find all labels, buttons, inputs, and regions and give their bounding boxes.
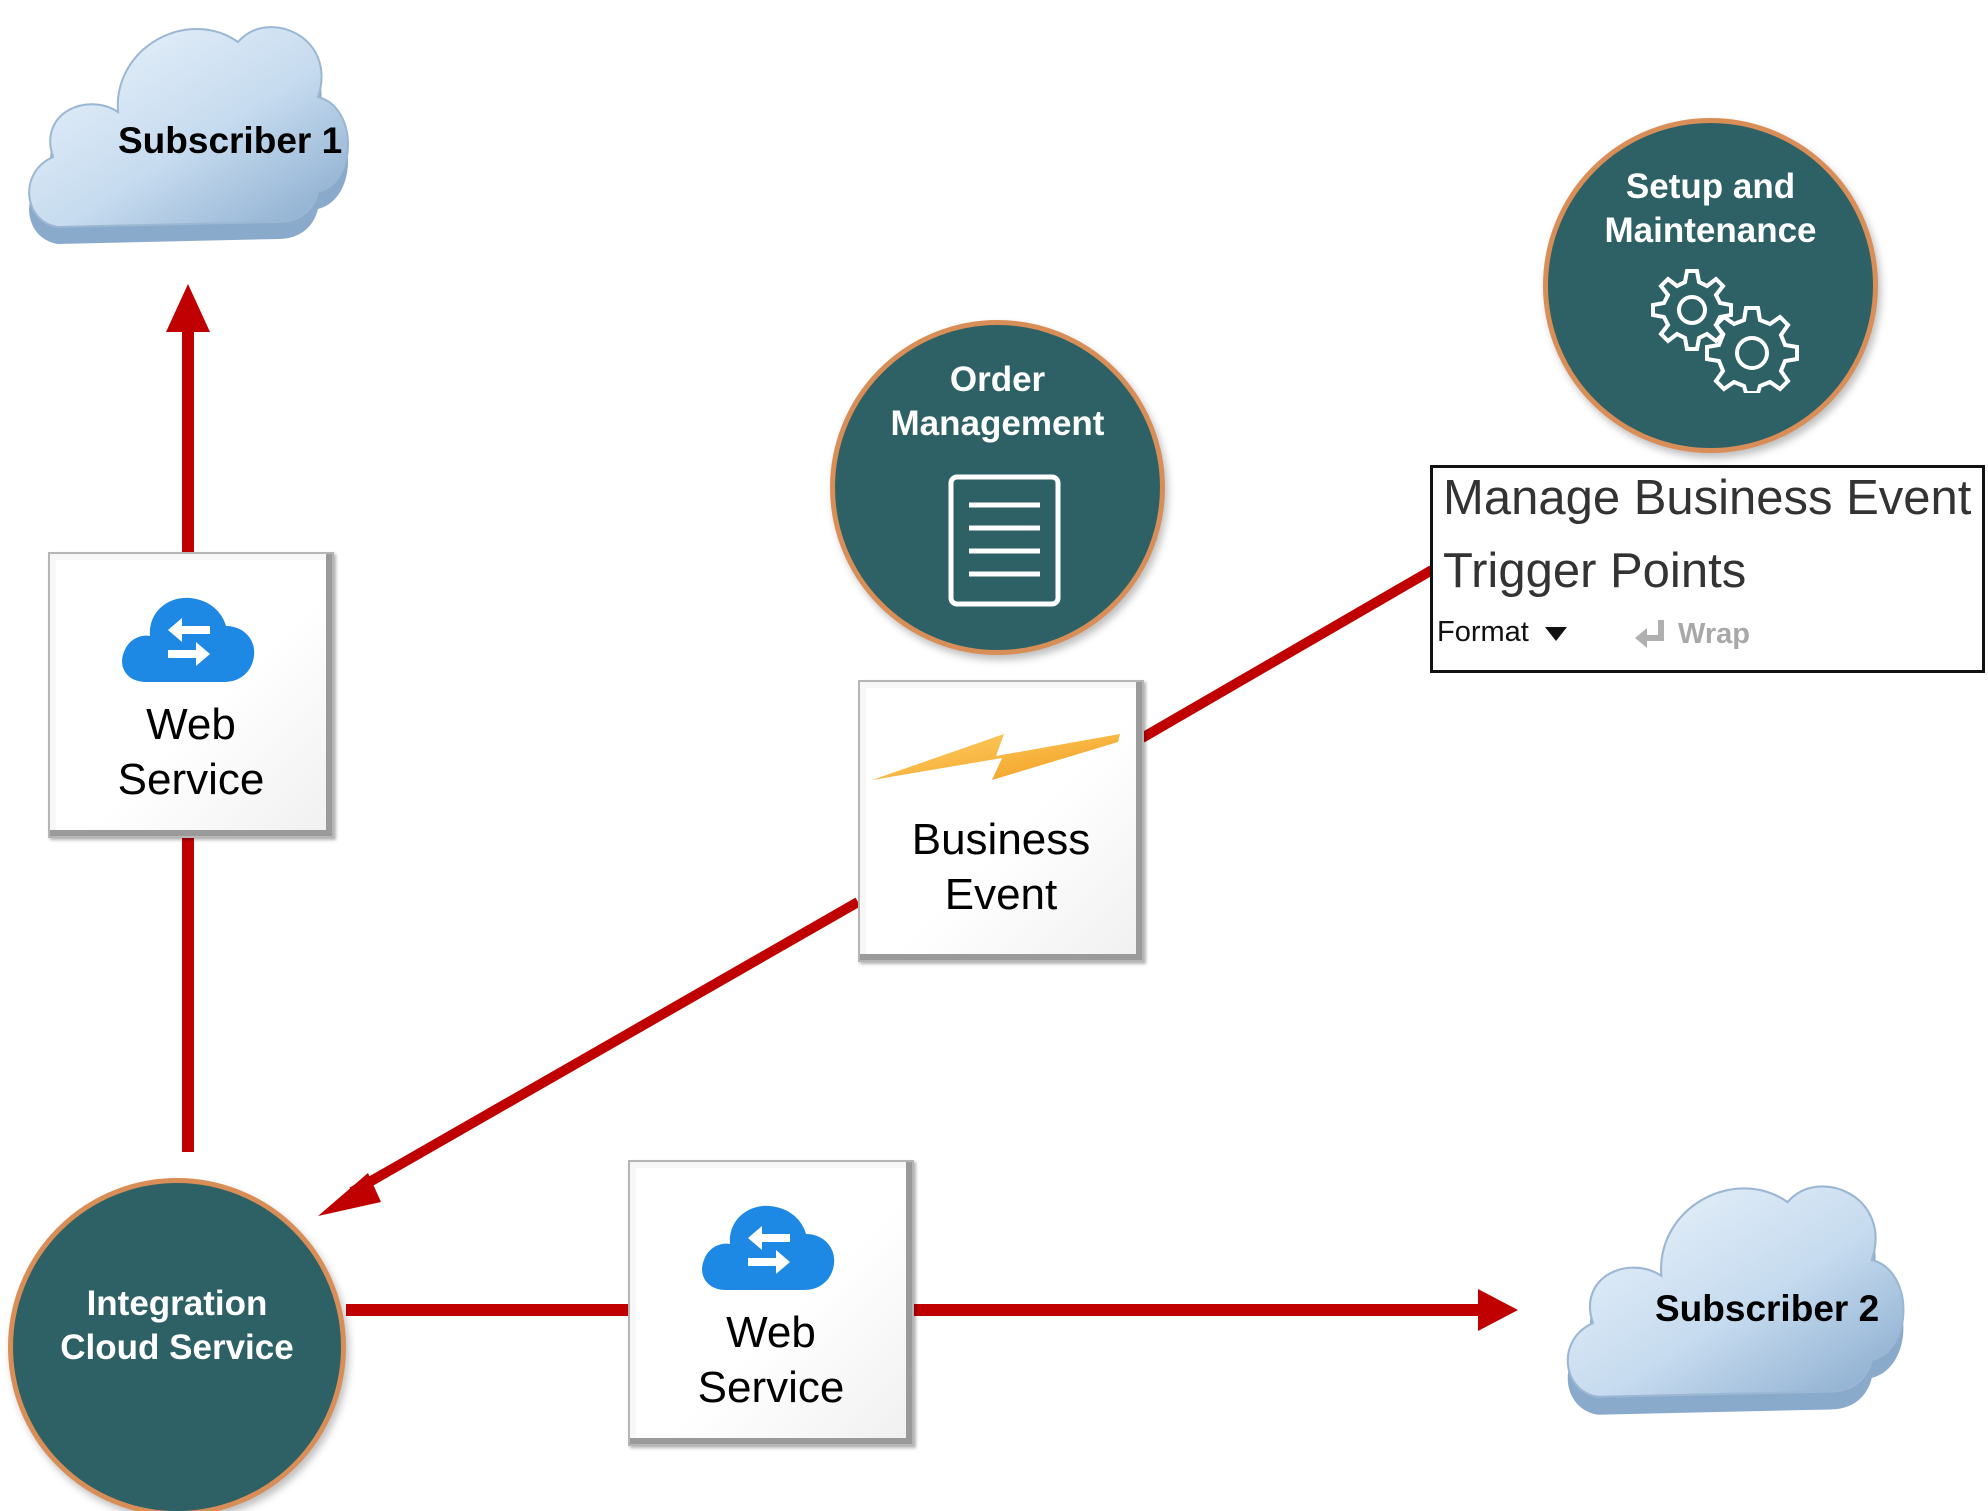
arrowhead-subscriber1	[166, 284, 210, 332]
connector-trigger-to-business-event	[1139, 565, 1435, 743]
cloud-sync-icon	[702, 1205, 835, 1290]
cloud-sync-icon	[122, 597, 255, 682]
subscriber2-label: Subscriber 2	[1655, 1288, 1880, 1329]
gears-icon	[1651, 269, 1799, 393]
integration-cloud-service-node: Integration Cloud Service	[8, 1178, 346, 1511]
web-service-top-node: Web Service	[48, 552, 334, 838]
wrap-button[interactable]: Wrap	[1678, 618, 1750, 650]
setup-maintenance-node: Setup and Maintenance	[1543, 118, 1878, 453]
trigger-panel-title-line2: Trigger Points	[1443, 544, 1747, 598]
cloud-icon	[28, 26, 349, 244]
arrowhead-subscriber2	[1478, 1289, 1518, 1331]
connector-business-event-to-integration	[349, 897, 861, 1197]
web-service-top-label: Web Service	[117, 700, 265, 804]
setup-maintenance-title: Setup and Maintenance	[1604, 167, 1817, 250]
subscriber2-cloud: Subscriber 2	[1555, 1160, 1915, 1460]
arrowhead-integration	[318, 1173, 381, 1216]
trigger-panel-title-line1: Manage Business Event	[1443, 471, 1972, 525]
business-event-label: Business Event	[911, 815, 1091, 919]
document-icon	[948, 474, 1061, 607]
web-service-bottom-node: Web Service	[628, 1160, 914, 1446]
wrap-icon	[1635, 620, 1664, 648]
business-event-node: Business Event	[858, 680, 1144, 962]
order-management-node: Order Management	[830, 320, 1165, 655]
format-menu[interactable]: Format	[1437, 616, 1529, 648]
order-management-title: Order Management	[890, 360, 1105, 443]
web-service-bottom-label: Web Service	[697, 1308, 845, 1412]
cloud-icon	[1566, 1185, 1905, 1415]
trigger-points-panel: Manage Business Event Trigger Points For…	[1430, 465, 1985, 673]
subscriber1-cloud: Subscriber 1	[18, 2, 358, 287]
integration-cloud-service-title: Integration Cloud Service	[60, 1284, 294, 1367]
subscriber1-label: Subscriber 1	[118, 120, 343, 161]
caret-down-icon[interactable]	[1545, 627, 1567, 641]
lightning-bolt-icon	[872, 734, 1120, 780]
